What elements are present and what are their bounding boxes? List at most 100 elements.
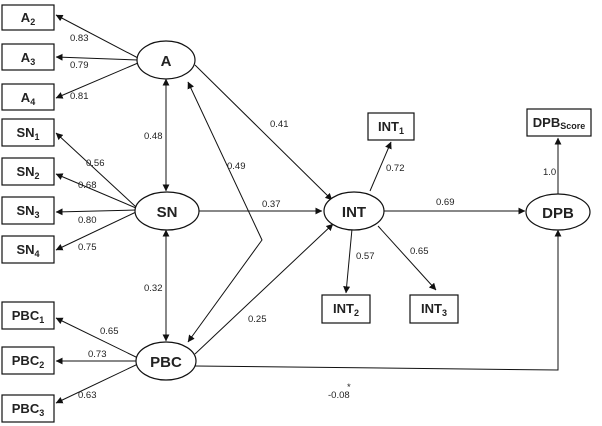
svg-text:INT1: INT1: [378, 119, 404, 136]
node-dpb-score: DPBScore: [526, 108, 592, 137]
svg-text:PBC2: PBC2: [12, 353, 44, 370]
node-a3: A3: [1, 43, 55, 71]
node-int3-base: INT: [421, 301, 442, 316]
edge-labels: 0.83 0.79 0.81 0.56 0.68 0.80 0.75 0.65 …: [70, 33, 556, 401]
node-sn4-base: SN: [16, 242, 34, 257]
svg-text:A3: A3: [21, 50, 35, 67]
node-sn3: SN3: [1, 196, 55, 225]
svg-text:INT2: INT2: [333, 301, 359, 318]
node-pbc: PBC: [135, 341, 197, 381]
label-sn-pbc: 0.32: [144, 283, 163, 294]
node-pbc-label: PBC: [150, 354, 182, 371]
svg-text:SN1: SN1: [16, 125, 39, 142]
edge-a-pbc: [187, 81, 263, 343]
latent-nodes: A SN PBC INT DPB: [134, 40, 591, 381]
svg-text:SN3: SN3: [16, 203, 39, 220]
edge-sn-sn2: [55, 173, 137, 209]
node-pbc1-base: PBC: [12, 308, 40, 323]
node-a2-base: A: [21, 10, 31, 25]
node-int2-sub: 2: [354, 308, 359, 318]
svg-text:INT3: INT3: [421, 301, 447, 318]
edge-pbc-pbc3: [55, 363, 139, 404]
edge-pbc-int: [194, 223, 334, 355]
edge-sn-sn4: [55, 211, 137, 251]
label-pbc-pbc2: 0.73: [88, 349, 107, 360]
node-int3-sub: 3: [442, 308, 447, 318]
node-sn2: SN2: [1, 157, 55, 186]
node-dpb-score-base: DPB: [533, 115, 560, 130]
node-dpb-score-sub: Score: [560, 121, 585, 131]
svg-text:PBC3: PBC3: [12, 401, 44, 418]
node-a4: A4: [1, 83, 55, 111]
label-dpb-dpbscore: 1.0: [543, 167, 556, 178]
label-sn-sn1: 0.56: [86, 158, 105, 169]
svg-text:DPBScore: DPBScore: [533, 115, 585, 131]
svg-text:SN2: SN2: [16, 164, 39, 181]
edge-sn-sn3: [55, 208, 137, 216]
label-int-dpb: 0.69: [436, 197, 455, 208]
label-a-int: 0.41: [270, 119, 289, 130]
edge-int-int1: [369, 141, 392, 192]
node-sn-label: SN: [157, 204, 178, 221]
edges: [55, 14, 562, 404]
label-pbc-pbc3: 0.63: [78, 390, 97, 401]
label-pbc-int: 0.25: [248, 314, 267, 325]
svg-text:A4: A4: [21, 90, 35, 107]
edge-a-a2: [55, 14, 139, 59]
label-sn-sn2: 0.68: [78, 180, 97, 191]
edge-pbc-pbc1: [55, 317, 139, 359]
node-sn3-sub: 3: [35, 210, 40, 220]
node-a3-base: A: [21, 50, 31, 65]
label-a-a2: 0.83: [70, 33, 89, 44]
indicator-boxes: A2 A3 A4 SN1 SN2 SN3 SN4: [1, 4, 592, 423]
label-pbc-dpb: -0.08: [328, 390, 350, 401]
label-int-int1: 0.72: [386, 163, 405, 174]
node-sn1: SN1: [1, 118, 55, 147]
node-dpb-label: DPB: [542, 205, 574, 222]
node-int3: INT3: [409, 294, 459, 324]
node-pbc2: PBC2: [1, 346, 55, 375]
node-int1-sub: 1: [399, 126, 404, 136]
svg-text:A2: A2: [21, 10, 35, 27]
node-pbc2-base: PBC: [12, 353, 40, 368]
edge-int-int2: [343, 228, 353, 294]
label-a-a3: 0.79: [70, 60, 89, 71]
node-pbc3-sub: 3: [39, 408, 44, 418]
node-int1: INT1: [367, 112, 415, 141]
node-a3-sub: 3: [30, 57, 35, 67]
svg-text:PBC1: PBC1: [12, 308, 44, 325]
node-int2: INT2: [321, 294, 371, 324]
node-pbc3: PBC3: [1, 394, 55, 423]
node-a4-base: A: [21, 90, 31, 105]
label-a-sn: 0.48: [144, 131, 163, 142]
node-a-label: A: [161, 53, 172, 70]
node-pbc1: PBC1: [1, 301, 55, 330]
node-sn4-sub: 4: [35, 249, 40, 259]
label-sn-int: 0.37: [262, 199, 281, 210]
edge-a-a4: [55, 62, 139, 99]
node-a2-sub: 2: [30, 17, 35, 27]
node-sn1-base: SN: [16, 125, 34, 140]
node-sn4: SN4: [1, 235, 55, 264]
label-pbc-dpb-significance: *: [347, 382, 351, 393]
node-int: INT: [323, 191, 385, 231]
node-a4-sub: 4: [30, 97, 35, 107]
node-pbc2-sub: 2: [39, 360, 44, 370]
node-sn: SN: [134, 191, 200, 231]
node-a: A: [136, 40, 196, 80]
label-sn-sn4: 0.75: [78, 242, 97, 253]
edge-int-int3: [377, 225, 437, 291]
node-dpb: DPB: [525, 193, 591, 231]
label-int-int2: 0.57: [356, 251, 375, 262]
edge-a-int: [194, 64, 333, 201]
node-sn2-base: SN: [16, 164, 34, 179]
edge-pbc-dpb: [194, 229, 562, 371]
label-a-a4: 0.81: [70, 91, 89, 102]
edge-sn-sn1: [55, 132, 137, 208]
node-sn1-sub: 1: [35, 132, 40, 142]
label-a-pbc: 0.49: [227, 161, 246, 172]
svg-text:SN4: SN4: [16, 242, 39, 259]
label-pbc-pbc1: 0.65: [100, 326, 119, 337]
node-sn2-sub: 2: [35, 171, 40, 181]
